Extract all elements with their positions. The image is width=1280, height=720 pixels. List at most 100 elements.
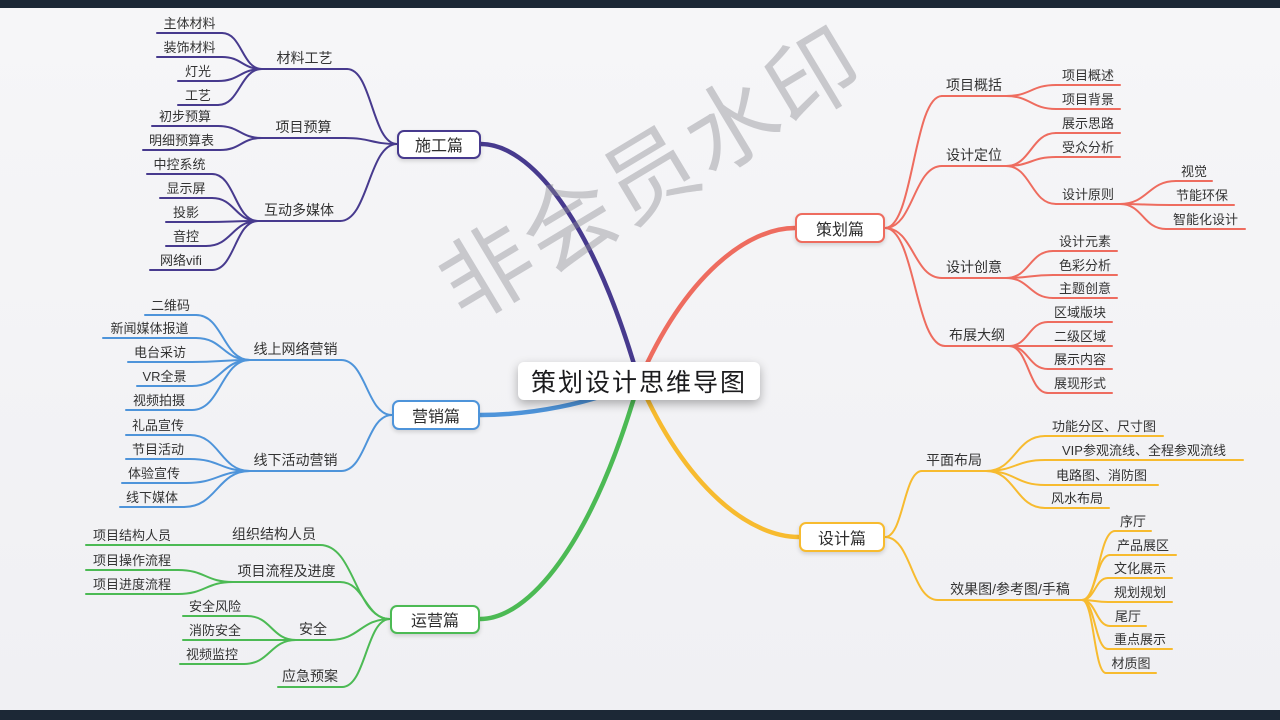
branch-connector xyxy=(177,581,234,595)
top-border-bar xyxy=(0,0,1280,8)
branch-connector xyxy=(1119,180,1177,205)
mindmap-topic[interactable]: 色彩分析 xyxy=(1058,258,1111,273)
branch-connector xyxy=(211,220,259,271)
branch-connector xyxy=(985,470,1046,509)
mindmap-topic[interactable]: 二级区域 xyxy=(1053,329,1106,344)
mindmap-topic[interactable]: 重点展示 xyxy=(1113,632,1166,647)
mindmap-topic[interactable]: 受众分析 xyxy=(1061,140,1114,155)
mindmap-topic[interactable]: 风水布局 xyxy=(1050,491,1103,506)
mindmap-topic[interactable]: 项目进度流程 xyxy=(92,577,171,592)
mindmap-topic[interactable]: 效果图/参考图/手稿 xyxy=(950,581,1070,597)
mindmap-topic[interactable]: 体验宣传 xyxy=(127,466,180,481)
main-branch-curve xyxy=(477,378,642,622)
mindmap-topic[interactable]: 应急预案 xyxy=(282,668,338,684)
mindmap-topic[interactable]: 音控 xyxy=(172,229,199,244)
mindmap-topic[interactable]: 文化展示 xyxy=(1113,561,1166,576)
mindmap-topic[interactable]: 投影 xyxy=(172,205,199,220)
mindmap-topic[interactable]: 项目概述 xyxy=(1061,68,1114,83)
branch-connector xyxy=(211,197,259,222)
mindmap-topic[interactable]: 规划规划 xyxy=(1113,585,1166,600)
mindmap-topic[interactable]: 装饰材料 xyxy=(163,40,216,55)
branch-marketing[interactable]: 营销篇 xyxy=(392,400,480,430)
mindmap-topic[interactable]: 项目背景 xyxy=(1061,92,1114,107)
mindmap-topic[interactable]: VR全景 xyxy=(142,369,187,384)
mindmap-topic[interactable]: 礼品宣传 xyxy=(131,418,184,433)
branch-connector xyxy=(346,68,398,145)
mindmap-topic[interactable]: 消防安全 xyxy=(188,623,241,638)
mindmap-topic[interactable]: 展示思路 xyxy=(1061,116,1114,131)
branch-connector xyxy=(243,639,297,665)
mindmap-topic[interactable]: VIP参观流线、全程参观流线 xyxy=(1062,443,1226,458)
mindmap-topic[interactable]: 项目预算 xyxy=(275,119,332,135)
mindmap-topic[interactable]: 网络vifi xyxy=(160,253,202,268)
mindmap-topic[interactable]: 线下媒体 xyxy=(125,490,178,505)
mindmap-topic[interactable]: 智能化设计 xyxy=(1172,212,1238,227)
mindmap-topic[interactable]: 项目流程及进度 xyxy=(237,563,336,579)
mindmap-topic[interactable]: 安全风险 xyxy=(188,599,241,614)
branch-connector xyxy=(1008,321,1049,347)
mindmap-topic[interactable]: 明细预算表 xyxy=(148,133,214,148)
branch-connector xyxy=(340,414,393,472)
mindmap-topic[interactable]: 线上网络营销 xyxy=(253,341,338,357)
mindmap-topic[interactable]: 设计创意 xyxy=(946,259,1002,275)
mindmap-topic[interactable]: 视觉 xyxy=(1180,164,1207,179)
branch-design[interactable]: 设计篇 xyxy=(799,522,885,552)
branch-connector xyxy=(339,143,398,222)
mindmap-topic[interactable]: 组织结构人员 xyxy=(232,526,316,542)
mindmap-topic[interactable]: 项目操作流程 xyxy=(92,553,171,568)
mindmap-topic[interactable]: 灯光 xyxy=(184,64,211,79)
mindmap-topic[interactable]: 二维码 xyxy=(150,298,190,313)
mindmap-topic[interactable]: 电路图、消防图 xyxy=(1055,468,1147,483)
mindmap-topic[interactable]: 平面布局 xyxy=(926,452,982,468)
mindmap-topic[interactable]: 产品展区 xyxy=(1116,538,1169,553)
branch-connector xyxy=(329,618,391,641)
mindmap-topic[interactable]: 材料工艺 xyxy=(276,50,333,66)
mindmap-topic[interactable]: 工艺 xyxy=(184,88,211,103)
mindmap-topic[interactable]: 功能分区、尺寸图 xyxy=(1051,419,1156,434)
branch-connector xyxy=(195,314,251,361)
branch-operations[interactable]: 运营篇 xyxy=(390,604,480,634)
mindmap-topic[interactable]: 设计定位 xyxy=(946,147,1002,163)
branch-construction[interactable]: 施工篇 xyxy=(397,129,481,159)
branch-connector xyxy=(884,165,943,229)
mindmap-topic[interactable]: 材质图 xyxy=(1111,656,1151,671)
mindmap-topic[interactable]: 项目结构人员 xyxy=(92,528,171,543)
branch-connector xyxy=(1081,599,1107,674)
mindmap-topic[interactable]: 线下活动营销 xyxy=(253,452,338,468)
branch-connector xyxy=(1005,165,1057,205)
mindmap-topic[interactable]: 电台采访 xyxy=(133,345,186,360)
mindmap-topic[interactable]: 展现形式 xyxy=(1053,376,1106,391)
mindmap-topic[interactable]: 安全 xyxy=(299,621,327,637)
mindmap-topic[interactable]: 尾厅 xyxy=(1114,609,1141,624)
mindmap-topic[interactable]: 节能环保 xyxy=(1175,188,1228,203)
mindmap-topic[interactable]: 节目活动 xyxy=(131,442,184,457)
mindmap-topic[interactable]: 互动多媒体 xyxy=(264,202,334,218)
branch-connector xyxy=(1008,345,1049,394)
mindmap-topic[interactable]: 区域版块 xyxy=(1053,305,1106,320)
central-topic[interactable]: 策划设计思维导图 xyxy=(518,362,760,400)
mindmap-topic[interactable]: 设计原则 xyxy=(1061,187,1114,202)
mindmap-topic[interactable]: 项目概括 xyxy=(946,77,1002,93)
mindmap-topic[interactable]: 主体材料 xyxy=(163,16,216,31)
mindmap-topic[interactable]: 设计元素 xyxy=(1058,234,1111,249)
mindmap-topic[interactable]: 新闻媒体报道 xyxy=(110,321,189,336)
mindmap-topic[interactable]: 视频监控 xyxy=(185,647,238,662)
branch-connector xyxy=(1005,250,1054,279)
branch-connector xyxy=(884,536,939,601)
branch-connector xyxy=(177,569,234,583)
branch-connector xyxy=(183,470,251,508)
mindmap-topic[interactable]: 视频拍摄 xyxy=(132,393,185,408)
mindmap-topic[interactable]: 主题创意 xyxy=(1058,281,1111,296)
mindmap-topic[interactable]: 展示内容 xyxy=(1053,352,1106,367)
branch-connector xyxy=(1119,203,1167,230)
branch-planning[interactable]: 策划篇 xyxy=(795,213,885,243)
branch-connector xyxy=(1005,84,1057,97)
mindmap-topic[interactable]: 序厅 xyxy=(1119,514,1146,529)
mindmap-topic[interactable]: 布展大纲 xyxy=(949,327,1005,343)
mindmap-topic[interactable]: 初步预算 xyxy=(158,109,211,124)
mindmap-topic[interactable]: 中控系统 xyxy=(153,157,206,172)
branch-connector xyxy=(191,359,251,411)
mindmap-topic[interactable]: 显示屏 xyxy=(166,181,206,196)
